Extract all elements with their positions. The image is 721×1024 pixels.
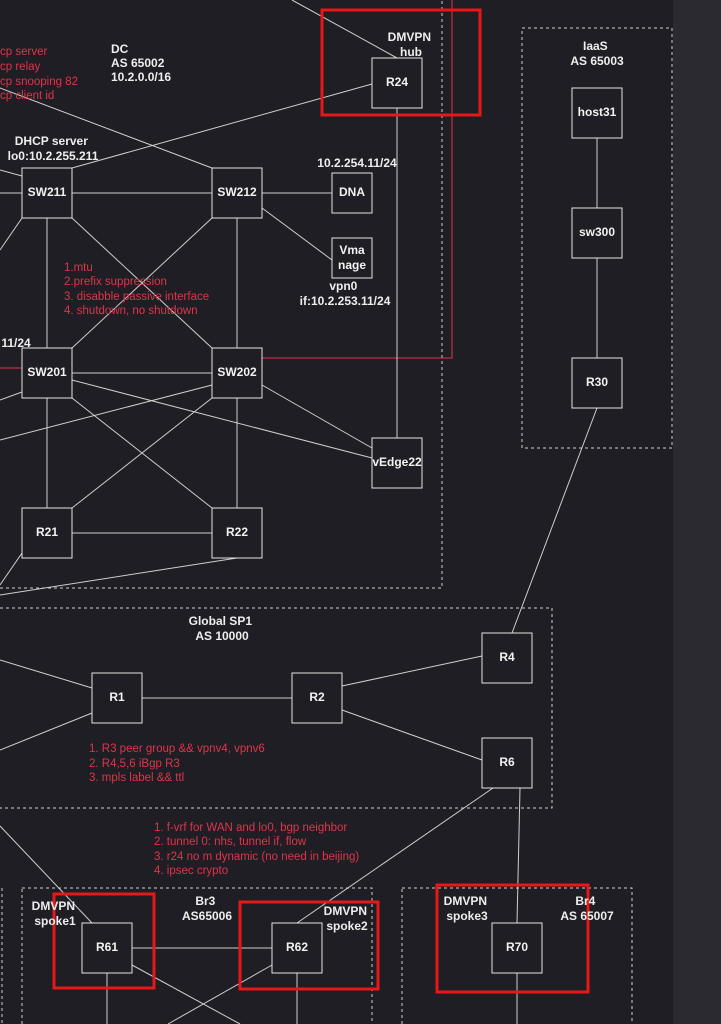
link-sw202-vedge22: [261, 384, 373, 449]
vmanage-ip-label: vpn0 if:10.2.253.11/24: [300, 279, 391, 308]
dmvpn-note: 1. f-vrf for WAN and lo0, bgp neighbor 2…: [154, 822, 362, 877]
router-r62-label: R62: [286, 940, 308, 954]
link-sw202-r21: [71, 397, 213, 509]
switch-sw300[interactable]: sw300: [571, 207, 623, 259]
highlight-dmvpn-hub: [320, 8, 482, 117]
dna-ip-label: 10.2.254.11/24: [317, 156, 397, 170]
link-left-r21: [0, 552, 23, 586]
switch-sw202[interactable]: SW202: [211, 347, 263, 399]
link-left-sw211-diag1: [0, 217, 23, 251]
host-host31[interactable]: host31: [571, 87, 623, 139]
spoke3-label: DMVPN spoke3: [444, 894, 491, 923]
switch-sw202-label: SW202: [217, 365, 257, 379]
host-host31-label: host31: [578, 105, 617, 119]
router-r2[interactable]: R2: [291, 672, 343, 724]
router-r22-label: R22: [226, 525, 248, 539]
ospf-note: 1.mtu 2.prefix suppression 3. disabble p…: [64, 262, 212, 317]
link-r1-left: [0, 712, 93, 751]
router-vedge22-label: vEdge22: [372, 455, 422, 469]
server-vmanage-label-2: nage: [338, 258, 366, 272]
router-r21-label: R21: [36, 525, 58, 539]
link-left-r61: [0, 825, 93, 924]
switch-sw211-label: SW211: [28, 185, 67, 199]
router-r24-label: R24: [386, 75, 408, 89]
link-top-r24: [291, 0, 398, 59]
switch-sw211[interactable]: SW211: [21, 167, 73, 219]
dhcp-server-label: DHCP server lo0:10.2.255.211: [8, 134, 99, 163]
router-r6[interactable]: R6: [481, 737, 533, 789]
router-r1[interactable]: R1: [91, 672, 143, 724]
side-panel: [673, 0, 721, 1024]
link-left-sw201: [0, 391, 23, 401]
br4-zone: [401, 887, 633, 1024]
link-sw201-vedge22: [71, 379, 373, 459]
switch-sw212[interactable]: SW212: [211, 167, 263, 219]
link-left-sw212: [0, 87, 213, 169]
link-left-sw211-diag2: [0, 169, 23, 177]
server-dna-label: DNA: [339, 185, 365, 199]
iaas-zone: [521, 27, 673, 449]
dmvpn-hub-label: DMVPN hub: [388, 30, 435, 59]
global-sp1-zone-border: [0, 607, 553, 809]
router-r61[interactable]: R61: [81, 922, 133, 974]
server-vmanage[interactable]: Vma nage: [331, 237, 373, 279]
link-sw212-vmanage: [261, 207, 333, 261]
dc-label: DC AS 65002 10.2.0.0/16: [111, 42, 171, 84]
link-sw212-sw201: [71, 217, 213, 349]
router-r30[interactable]: R30: [571, 357, 623, 409]
router-r21[interactable]: R21: [21, 507, 73, 559]
router-r2-label: R2: [309, 690, 325, 704]
switch-sw300-label: sw300: [579, 225, 615, 239]
link-left-sw202: [0, 384, 213, 441]
router-r22[interactable]: R22: [211, 507, 263, 559]
router-r4-label: R4: [499, 650, 515, 664]
red-link-sw202-hub: [262, 0, 453, 359]
link-r6-r70: [516, 787, 521, 924]
br4-label: Br4 AS 65007: [560, 894, 614, 923]
iaas-label: IaaS AS 65003: [570, 39, 624, 68]
switch-sw201[interactable]: SW201: [21, 347, 73, 399]
link-r2-r4: [341, 655, 483, 687]
br3-zone: [21, 887, 373, 1024]
router-r62[interactable]: R62: [271, 922, 323, 974]
router-r1-label: R1: [109, 690, 125, 704]
router-r70-label: R70: [506, 940, 528, 954]
dhcp-note: cp server cp relay cp snooping 82 cp cli…: [0, 46, 81, 102]
router-r61-label: R61: [96, 940, 118, 954]
router-vedge22[interactable]: vEdge22: [371, 437, 423, 489]
sp1-note: 1. R3 peer group && vpnv4, vpnv6 2. R4,5…: [89, 743, 268, 784]
highlight-dmvpn-spoke3: [435, 883, 590, 994]
router-r6-label: R6: [499, 755, 515, 769]
switch-sw201-label: SW201: [27, 365, 67, 379]
link-r62-diag: [167, 964, 273, 1024]
highlight-dmvpn-spoke2: [238, 900, 380, 991]
left-ip-label: 11/24: [1, 336, 31, 350]
router-r4[interactable]: R4: [481, 632, 533, 684]
router-r24[interactable]: R24: [371, 57, 423, 109]
link-left-r1: [0, 659, 93, 689]
router-r70[interactable]: R70: [491, 922, 543, 974]
server-vmanage-label-1: Vma: [339, 243, 365, 257]
link-r2-r6: [341, 709, 483, 761]
spoke1-label: DMVPN spoke1: [32, 899, 79, 928]
spoke2-label: DMVPN spoke2: [324, 904, 371, 933]
br3-label: Br3 AS65006: [182, 894, 232, 923]
link-r22-left: [0, 557, 238, 596]
dc-zone-border: [0, 0, 443, 589]
link-r61-diag: [131, 964, 241, 1024]
switch-sw212-label: SW212: [217, 185, 257, 199]
router-r30-label: R30: [586, 375, 608, 389]
highlight-dmvpn-spoke1: [52, 892, 156, 990]
global-sp1-label: Global SP1 AS 10000: [189, 614, 256, 643]
links: [0, 0, 598, 1024]
server-dna[interactable]: DNA: [331, 172, 373, 214]
link-r30-r4: [511, 407, 598, 634]
